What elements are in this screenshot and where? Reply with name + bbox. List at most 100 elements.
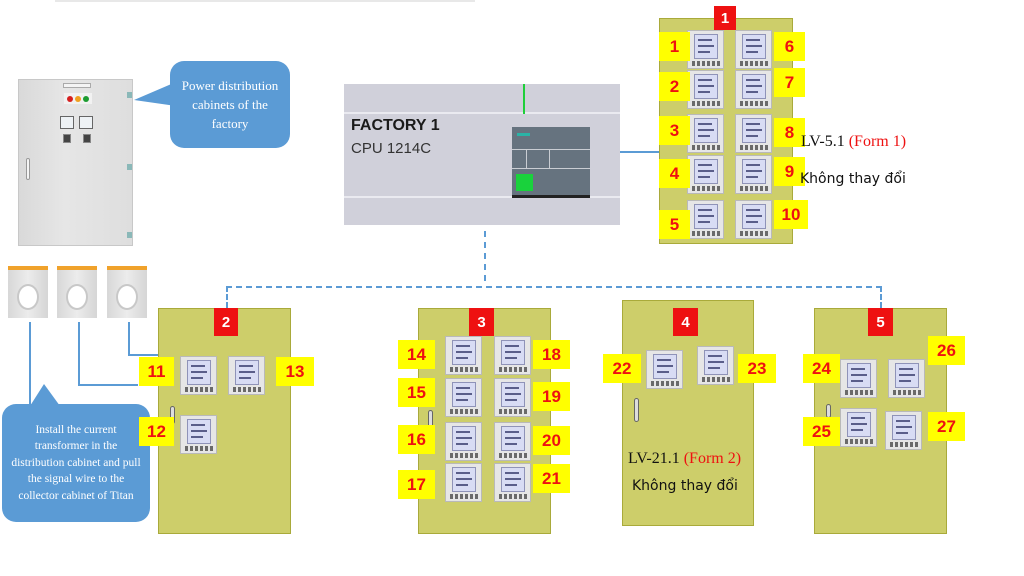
power-meter-icon	[840, 408, 877, 447]
cabinet-id-badge: 3	[469, 308, 494, 336]
cabinet-label-text: LV-21.1	[628, 450, 680, 467]
meter-tag: 18	[533, 340, 570, 369]
top-divider	[55, 0, 475, 2]
ct-wire	[29, 322, 31, 404]
power-meter-icon	[445, 378, 482, 417]
meter-tag: 15	[398, 378, 435, 407]
power-meter-icon	[687, 70, 724, 109]
meter-tag: 25	[803, 417, 840, 446]
power-meter-icon	[840, 359, 877, 398]
cpu-module-icon	[512, 127, 590, 198]
plc-divider	[344, 112, 620, 114]
meter-tag: 12	[139, 417, 174, 446]
bus-to-cabinet5-connector	[880, 286, 882, 308]
meter-tag: 21	[533, 464, 570, 493]
cabinet-id-badge: 5	[868, 308, 893, 336]
cpu-divider	[526, 149, 527, 169]
meter-tag: 17	[398, 470, 435, 499]
hinge-icon	[127, 92, 132, 98]
red-lamp-icon	[67, 96, 73, 102]
current-transformer-icon	[107, 266, 147, 318]
ct-wire	[78, 384, 138, 386]
callout-pointer	[30, 384, 60, 406]
cabinet-nameplate	[63, 83, 91, 88]
meter-tag: 13	[276, 357, 314, 386]
power-meter-icon	[180, 415, 217, 454]
cabinet-3	[418, 308, 551, 534]
meter-tag: 11	[139, 357, 174, 386]
meter-tag: 8	[774, 118, 805, 147]
power-meter-icon	[687, 155, 724, 194]
power-meter-icon	[735, 70, 772, 109]
meter-tag: 27	[928, 412, 965, 441]
cpu-led	[517, 133, 530, 136]
power-meter-icon	[445, 336, 482, 375]
plc-model: CPU 1214C	[351, 140, 432, 157]
power-meter-icon	[735, 30, 772, 69]
orange-lamp-icon	[75, 96, 81, 102]
cabinet-4-label: LV-21.1 (Form 2)	[628, 450, 741, 468]
voltmeter-gauge-icon	[79, 116, 93, 129]
cpu-divider	[549, 149, 550, 169]
ct-wire	[128, 322, 130, 355]
meter-tag: 16	[398, 425, 435, 454]
cabinet-form-text: (Form 1)	[848, 133, 907, 150]
meter-tag: 10	[774, 200, 808, 229]
power-meter-icon	[445, 422, 482, 461]
cabinet-label-text: LV-5.1	[801, 133, 845, 150]
power-meter-icon	[180, 356, 217, 395]
plc-title: FACTORY 1	[351, 117, 440, 134]
ct-wire	[78, 322, 80, 385]
factory-cabinet-callout: Power distribution cabinets of the facto…	[170, 61, 290, 148]
power-meter-icon	[687, 200, 724, 239]
meter-tag: 23	[738, 354, 776, 383]
meter-tag: 19	[533, 382, 570, 411]
bus-to-cabinet2-connector	[226, 286, 228, 308]
meter-tag: 9	[774, 157, 805, 186]
plc-factory-1: FACTORY 1 CPU 1214C	[344, 84, 620, 225]
cabinet-id-badge: 4	[673, 308, 698, 336]
cabinet-form-text: (Form 2)	[683, 450, 742, 467]
meter-tag: 14	[398, 340, 435, 369]
current-transformer-icon	[8, 266, 48, 318]
door-handle-icon	[634, 398, 639, 422]
power-meter-icon	[687, 114, 724, 153]
meter-tag: 3	[659, 116, 690, 145]
meter-tag: 24	[803, 354, 840, 383]
bus-drop-connector	[484, 231, 486, 281]
power-meter-icon	[494, 378, 531, 417]
power-meter-icon	[735, 200, 772, 239]
cpu-terminal-row	[512, 149, 590, 150]
plc-divider	[344, 196, 620, 198]
power-meter-icon	[735, 114, 772, 153]
factory-distribution-cabinet	[18, 79, 133, 246]
ct-callout: Install the current transformer in the d…	[2, 404, 150, 522]
cabinet-4-note: Không thay đổi	[632, 478, 738, 494]
cpu-terminal-row	[512, 168, 590, 169]
power-meter-icon	[885, 411, 922, 450]
meter-tag: 4	[659, 159, 690, 188]
green-lamp-icon	[83, 96, 89, 102]
power-meter-icon	[494, 336, 531, 375]
bus-connector	[226, 286, 882, 288]
meter-tag: 7	[774, 68, 805, 97]
cabinet-1-note: Không thay đổi	[800, 171, 906, 187]
ct-wire	[128, 354, 158, 356]
cabinet-id-badge: 2	[214, 308, 238, 336]
callout-pointer	[134, 82, 176, 106]
network-green-line	[523, 84, 525, 114]
power-meter-icon	[494, 463, 531, 502]
power-meter-icon	[687, 30, 724, 69]
cabinet-1-label: LV-5.1 (Form 1)	[801, 133, 906, 151]
power-meter-icon	[888, 359, 925, 398]
meter-tag: 20	[533, 426, 570, 455]
selector-switch-icon	[63, 134, 71, 143]
current-transformer-icon	[57, 266, 97, 318]
ct-callout-text: Install the current transformer in the d…	[11, 423, 141, 502]
cabinet-2	[158, 308, 291, 534]
meter-tag: 1	[659, 32, 690, 61]
cabinet-id-badge: 1	[714, 6, 736, 30]
meter-tag: 2	[659, 72, 690, 101]
cabinet-4	[622, 300, 754, 526]
plc-to-cabinet1-connector	[620, 151, 659, 153]
